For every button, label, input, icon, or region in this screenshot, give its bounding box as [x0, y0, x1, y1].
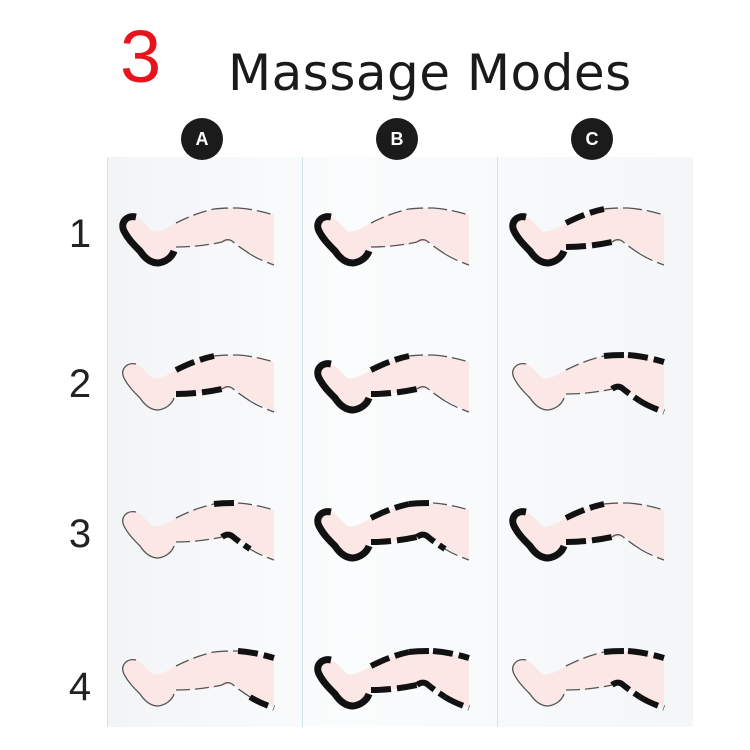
segment-thigh-active [627, 648, 666, 711]
segment-knee-inactive [213, 354, 251, 402]
column-badge-b: B [376, 118, 418, 160]
segment-knee-active [408, 648, 447, 700]
leg-diagram-b-2 [314, 353, 470, 414]
leg-diagram-a-1 [119, 207, 275, 267]
segment-knee-inactive [408, 354, 446, 402]
segment-foot-inactive [122, 363, 175, 411]
leg-diagram-a-3 [122, 500, 275, 561]
leg-shape [317, 355, 469, 412]
leg-shape [122, 355, 275, 412]
leg-diagram-c-3 [509, 501, 665, 562]
title: 3 Massage Modes [0, 12, 750, 112]
segment-knee-inactive [408, 207, 446, 255]
segment-thigh-inactive [432, 502, 470, 561]
leg-shape [122, 651, 275, 708]
row-label-4: 4 [68, 665, 92, 709]
segment-knee-active [213, 500, 252, 552]
segment-thigh-inactive [432, 354, 470, 413]
segment-thigh-inactive [627, 207, 665, 266]
segment-calf-active [174, 353, 223, 397]
segment-calf-active [369, 353, 418, 397]
segment-foot-inactive [512, 659, 565, 707]
segment-calf-inactive [370, 208, 418, 248]
column-badge-a: A [181, 118, 223, 160]
leg-shape [512, 208, 664, 265]
grid-divider [302, 157, 303, 727]
segment-knee-active [408, 500, 447, 552]
segment-calf-inactive [175, 208, 223, 248]
segment-knee-inactive [213, 207, 251, 255]
segment-calf-active [564, 206, 613, 250]
leg-shape [512, 503, 664, 560]
leg-shape [317, 208, 469, 265]
grid-divider [107, 157, 108, 727]
segment-thigh-inactive [237, 354, 275, 413]
leg-diagram-c-4 [512, 648, 666, 711]
segment-thigh-inactive [432, 207, 470, 266]
segment-thigh-active [627, 352, 666, 415]
leg-diagram-b-3 [314, 500, 470, 562]
segment-calf-inactive [565, 355, 613, 395]
leg-shape [317, 503, 469, 560]
segment-calf-inactive [565, 651, 613, 691]
column-badge-c: C [571, 118, 613, 160]
segment-foot-active [314, 508, 373, 562]
leg-shape [317, 651, 469, 708]
leg-diagram-a-4 [122, 648, 276, 711]
leg-diagram-b-1 [314, 207, 470, 267]
segment-thigh-inactive [627, 502, 665, 561]
segment-knee-inactive [603, 502, 641, 550]
segment-foot-active [509, 508, 568, 562]
segment-calf-inactive [175, 651, 223, 691]
leg-diagram-b-4 [314, 648, 471, 711]
row-label-2: 2 [68, 362, 92, 406]
segment-thigh-inactive [237, 207, 275, 266]
leg-shape [512, 355, 664, 412]
leg-diagram-c-2 [512, 352, 666, 415]
segment-foot-inactive [122, 511, 175, 559]
segment-knee-active [603, 352, 642, 404]
segment-calf-inactive [175, 503, 223, 543]
mode-grid [107, 157, 693, 727]
leg-shape [512, 651, 664, 708]
grid-divider [497, 157, 498, 727]
leg-shape [122, 208, 275, 265]
segment-thigh-inactive [237, 502, 275, 561]
row-label-3: 3 [68, 512, 92, 556]
segment-foot-inactive [122, 659, 175, 707]
segment-foot-active [314, 656, 373, 710]
segment-knee-inactive [213, 650, 251, 698]
leg-diagram-c-1 [509, 206, 665, 267]
leg-diagram-a-2 [122, 353, 275, 413]
segment-foot-inactive [512, 363, 565, 411]
segment-calf-active [564, 501, 613, 545]
segment-knee-inactive [603, 207, 641, 255]
title-text: Massage Modes [228, 44, 632, 102]
segment-calf-active [369, 649, 418, 693]
title-number: 3 [120, 15, 162, 98]
segment-thigh-active [432, 648, 471, 711]
segment-foot-active [119, 213, 178, 267]
segment-foot-active [314, 360, 373, 414]
row-label-1: 1 [68, 212, 92, 256]
segment-thigh-active [237, 648, 276, 711]
segment-knee-active [603, 648, 642, 700]
segment-foot-active [314, 213, 373, 267]
leg-shape [122, 503, 275, 560]
segment-foot-active [509, 213, 568, 267]
segment-calf-active [369, 501, 418, 545]
